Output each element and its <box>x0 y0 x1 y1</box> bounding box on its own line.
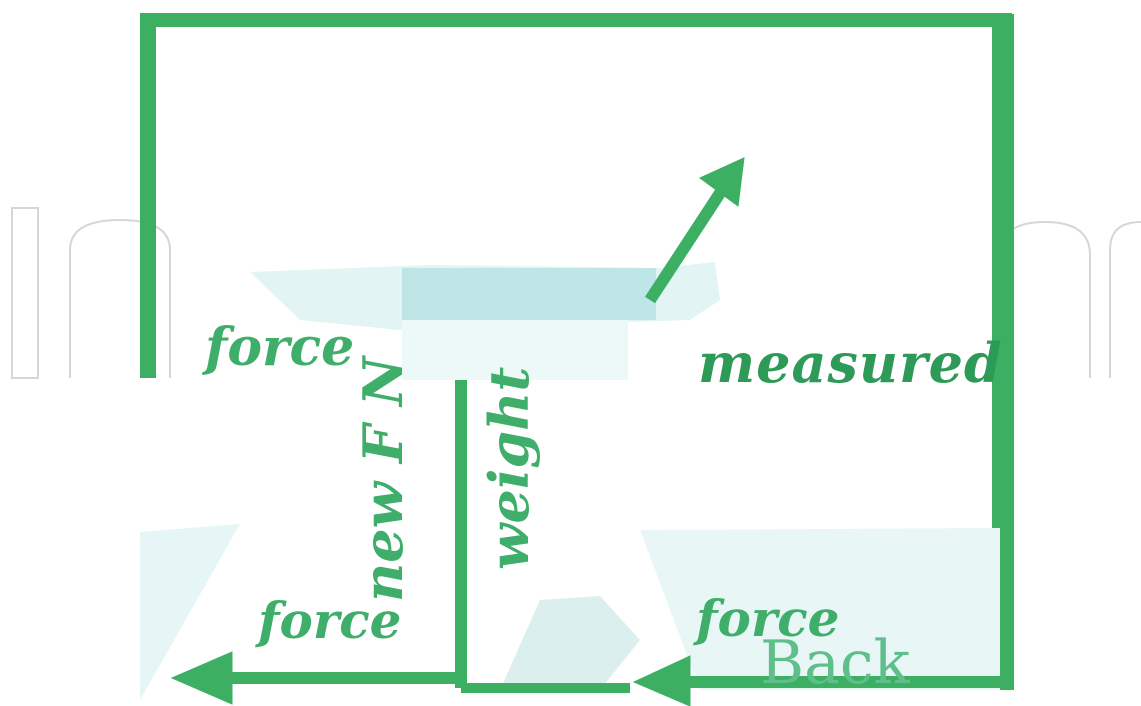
arrow-right-bottom <box>632 655 1005 706</box>
arrow-shaft <box>644 186 728 304</box>
label-weight: weight <box>477 366 541 570</box>
block-lower <box>402 320 628 380</box>
central-lines <box>455 380 630 693</box>
arrow-up-right <box>644 157 745 304</box>
block-surface <box>402 268 656 320</box>
label-back: Back <box>760 628 910 698</box>
label-new-fn: new F N <box>351 356 415 602</box>
frame <box>140 13 1014 690</box>
lower-left-shading <box>140 524 240 700</box>
arrow-head <box>699 157 745 207</box>
label-force-bottom: force <box>258 591 402 650</box>
arrow-back-head <box>632 655 691 706</box>
watermark-letter <box>11 207 39 379</box>
watermark-letter <box>1109 221 1141 378</box>
arrow-left-head <box>170 651 233 705</box>
label-force-left: force <box>205 317 355 378</box>
arrow-left <box>170 651 461 705</box>
watermark-letter <box>69 218 171 378</box>
label-measured: measured <box>698 331 1003 395</box>
lower-center-shading <box>500 596 640 690</box>
shaded-regions <box>140 262 1000 700</box>
label-force-right: force <box>696 589 840 648</box>
lower-right-shading <box>640 528 1000 690</box>
